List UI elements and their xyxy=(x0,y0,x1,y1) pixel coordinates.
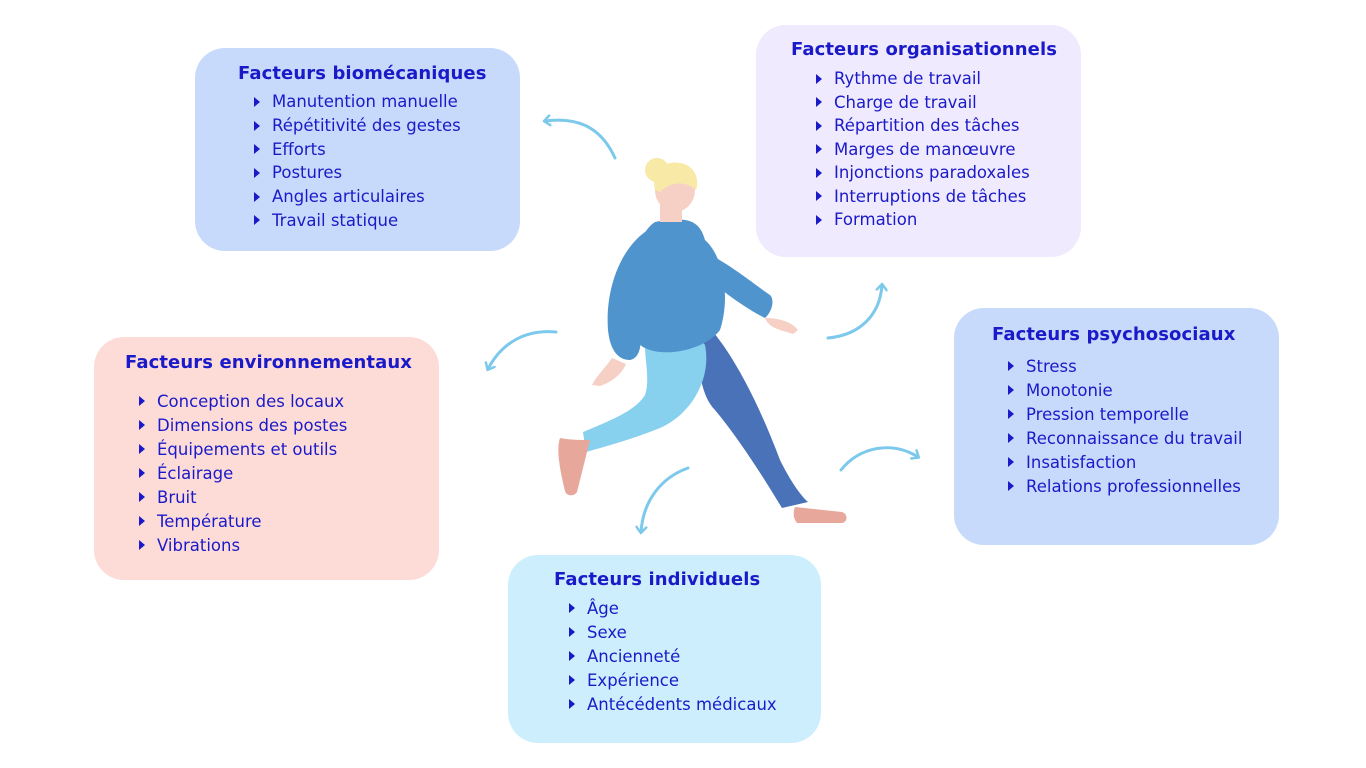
curved-arrow-icon-psy xyxy=(839,446,918,472)
chevron-right-icon xyxy=(816,144,822,155)
factor-list: Conception des locaux Dimensions des pos… xyxy=(139,389,439,557)
chevron-right-icon xyxy=(254,144,260,155)
list-item: Travail statique xyxy=(254,208,520,232)
chevron-right-icon xyxy=(569,675,575,685)
box-facteurs-biomecaniques: Facteurs biomécaniques Manutention manue… xyxy=(195,48,520,251)
list-item: Postures xyxy=(254,161,520,185)
chevron-right-icon xyxy=(816,120,822,131)
chevron-right-icon xyxy=(569,699,575,709)
list-item: Injonctions paradoxales xyxy=(816,161,1081,185)
curved-arrow-icon-bio xyxy=(545,120,617,160)
list-item: Dimensions des postes xyxy=(139,413,439,437)
list-item: Formation xyxy=(816,208,1081,232)
list-item: Efforts xyxy=(254,137,520,161)
chevron-right-icon xyxy=(1008,361,1014,371)
box-facteurs-individuels: Facteurs individuels Âge Sexe Ancienneté… xyxy=(508,555,821,743)
factor-list: Manutention manuelle Répétitivité des ge… xyxy=(254,90,520,232)
chevron-right-icon xyxy=(254,215,260,226)
list-item: Ancienneté xyxy=(569,644,821,668)
chevron-right-icon xyxy=(1008,433,1014,443)
chevron-right-icon xyxy=(569,603,575,613)
chevron-right-icon xyxy=(816,97,822,108)
box-facteurs-psychosociaux: Facteurs psychosociaux Stress Monotonie … xyxy=(954,308,1279,545)
list-item: Stress xyxy=(1008,354,1279,378)
list-item: Répétitivité des gestes xyxy=(254,114,520,138)
chevron-right-icon xyxy=(139,540,145,550)
chevron-right-icon xyxy=(1008,457,1014,467)
factor-list: Âge Sexe Ancienneté Expérience Antécéden… xyxy=(569,596,821,716)
list-item: Monotonie xyxy=(1008,378,1279,402)
chevron-right-icon xyxy=(816,73,822,84)
list-item: Éclairage xyxy=(139,461,439,485)
chevron-right-icon xyxy=(254,167,260,178)
box-title: Facteurs psychosociaux xyxy=(992,324,1236,345)
chevron-right-icon xyxy=(254,191,260,202)
chevron-right-icon xyxy=(816,214,822,225)
curved-arrow-icon-org xyxy=(826,285,882,340)
chevron-right-icon xyxy=(139,492,145,502)
chevron-right-icon xyxy=(816,167,822,178)
list-item: Rythme de travail xyxy=(816,67,1081,91)
chevron-right-icon xyxy=(1008,481,1014,491)
list-item: Âge xyxy=(569,596,821,620)
chevron-right-icon xyxy=(139,396,145,406)
list-item: Bruit xyxy=(139,485,439,509)
list-item: Angles articulaires xyxy=(254,185,520,209)
list-item: Charge de travail xyxy=(816,91,1081,115)
factor-list: Rythme de travail Charge de travail Répa… xyxy=(816,67,1081,232)
chevron-right-icon xyxy=(1008,385,1014,395)
list-item: Température xyxy=(139,509,439,533)
list-item: Relations professionnelles xyxy=(1008,474,1279,498)
chevron-right-icon xyxy=(254,96,260,107)
chevron-right-icon xyxy=(569,627,575,637)
box-facteurs-organisationnels: Facteurs organisationnels Rythme de trav… xyxy=(756,25,1081,257)
curved-arrow-icon-ind xyxy=(641,466,690,532)
list-item: Vibrations xyxy=(139,533,439,557)
list-item: Pression temporelle xyxy=(1008,402,1279,426)
box-title: Facteurs organisationnels xyxy=(791,39,1058,60)
list-item: Expérience xyxy=(569,668,821,692)
chevron-right-icon xyxy=(254,120,260,131)
chevron-right-icon xyxy=(569,651,575,661)
factor-list: Stress Monotonie Pression temporelle Rec… xyxy=(1008,354,1279,498)
chevron-right-icon xyxy=(139,468,145,478)
list-item: Conception des locaux xyxy=(139,389,439,413)
curved-arrow-icon-env xyxy=(488,330,558,369)
list-item: Répartition des tâches xyxy=(816,114,1081,138)
list-item: Marges de manœuvre xyxy=(816,138,1081,162)
box-title: Facteurs individuels xyxy=(554,569,761,590)
chevron-right-icon xyxy=(816,191,822,202)
box-title: Facteurs environnementaux xyxy=(125,352,413,373)
chevron-right-icon xyxy=(139,444,145,454)
list-item: Sexe xyxy=(569,620,821,644)
box-facteurs-environnementaux: Facteurs environnementaux Conception des… xyxy=(94,337,439,580)
list-item: Manutention manuelle xyxy=(254,90,520,114)
list-item: Insatisfaction xyxy=(1008,450,1279,474)
chevron-right-icon xyxy=(1008,409,1014,419)
chevron-right-icon xyxy=(139,420,145,430)
box-title: Facteurs biomécaniques xyxy=(238,63,487,84)
list-item: Reconnaissance du travail xyxy=(1008,426,1279,450)
list-item: Antécédents médicaux xyxy=(569,692,821,716)
list-item: Interruptions de tâches xyxy=(816,185,1081,209)
chevron-right-icon xyxy=(139,516,145,526)
list-item: Équipements et outils xyxy=(139,437,439,461)
